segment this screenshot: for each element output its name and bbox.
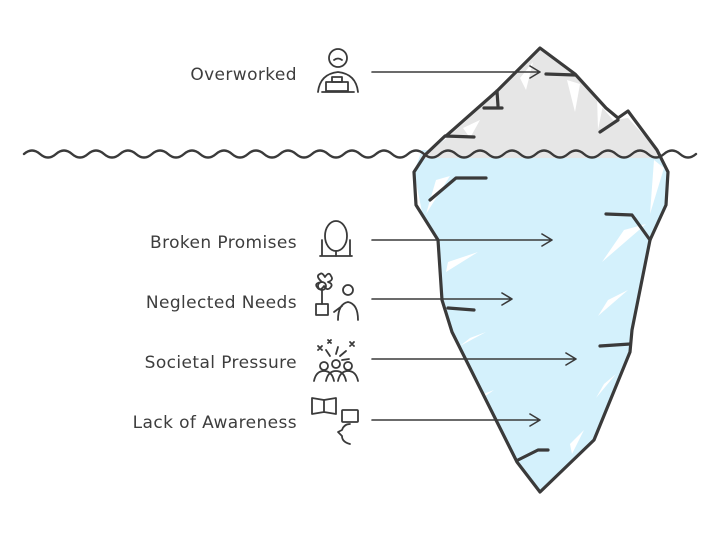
label-overworked: Overworked — [190, 65, 297, 85]
iceberg — [412, 46, 670, 494]
crowd-with-fireworks-icon — [313, 339, 359, 382]
iceberg-underwater-highlights — [426, 160, 664, 454]
iceberg-facet-lines — [428, 72, 652, 462]
book-and-thinking-head-icon — [311, 397, 359, 445]
arrow-societal-pressure — [371, 352, 577, 366]
iceberg-underwater-body — [414, 118, 668, 492]
label-neglected-needs: Neglected Needs — [146, 293, 297, 313]
broken-ring-icon — [319, 220, 353, 257]
water-surface — [22, 149, 698, 159]
label-lack-of-awareness: Lack of Awareness — [133, 413, 297, 433]
arrow-neglected-needs — [371, 292, 513, 306]
iceberg-outline — [412, 46, 670, 494]
iceberg-tip — [420, 48, 660, 158]
arrow-overworked — [371, 65, 541, 79]
label-broken-promises: Broken Promises — [150, 233, 297, 253]
arrow-broken-promises — [371, 233, 553, 247]
plant-and-person-icon — [315, 272, 359, 321]
person-at-desk-icon — [317, 48, 359, 93]
arrows — [371, 65, 577, 427]
label-societal-pressure: Societal Pressure — [145, 353, 297, 373]
iceberg-tip-highlights — [463, 62, 604, 138]
arrow-lack-of-awareness — [371, 413, 541, 427]
